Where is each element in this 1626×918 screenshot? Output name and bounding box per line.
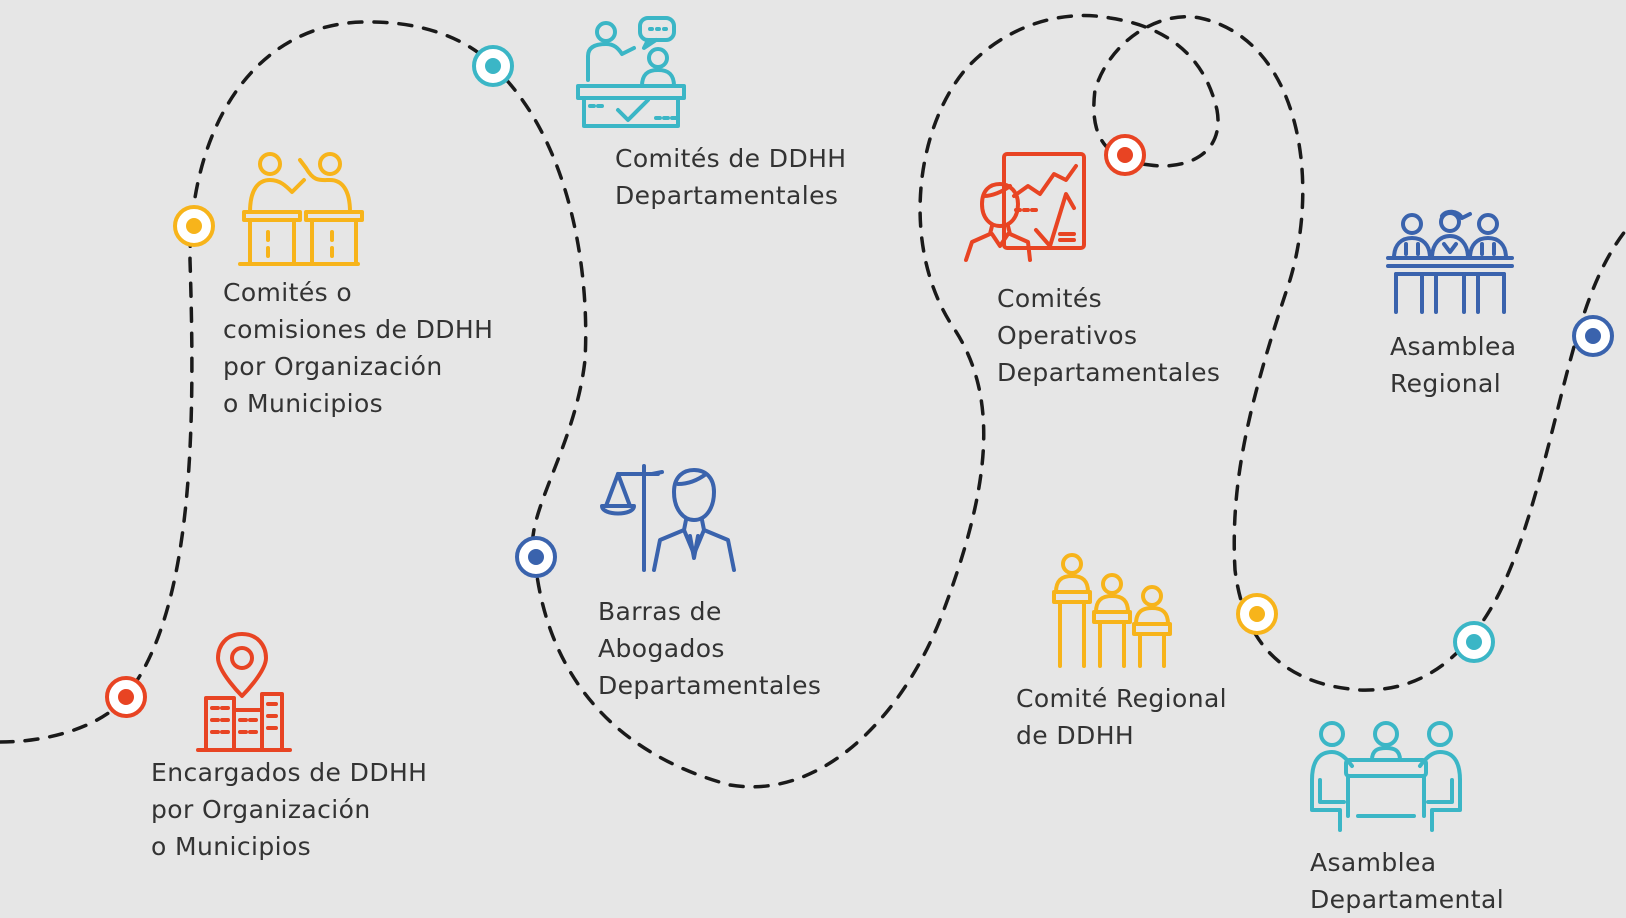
node-label-asamblea-departamental: Asamblea Departamental — [1310, 844, 1504, 918]
presenter-podium-icon — [238, 152, 364, 266]
node-label-comites-operativos: Comités Operativos Departamentales — [997, 280, 1220, 391]
node-label-line: o Municipios — [151, 832, 312, 861]
node-marker-comites-ddhh-departamentales — [472, 45, 514, 87]
node-marker-encargados — [105, 676, 147, 718]
node-marker-asamblea-regional — [1572, 315, 1614, 357]
analyst-chart-board-icon — [964, 152, 1086, 262]
node-label-line: Abogados — [598, 634, 725, 663]
node-label-line: Departamentales — [615, 181, 839, 210]
node-label-line: Departamentales — [598, 671, 822, 700]
node-label-line: Comités — [997, 284, 1103, 313]
node-label-line: o Municipios — [223, 389, 384, 418]
node-label-line: Asamblea — [1310, 848, 1437, 877]
node-label-line: por Organización — [223, 352, 443, 381]
round-table-meeting-icon — [1310, 721, 1462, 832]
node-label-line: comisiones de DDHH — [223, 315, 494, 344]
node-label-line: Departamental — [1310, 885, 1505, 914]
node-marker-comite-regional — [1236, 593, 1278, 635]
meeting-desk-checkmark-icon — [576, 16, 686, 128]
node-label-line: Comités de DDHH — [615, 144, 847, 173]
node-marker-comites-operativos — [1104, 134, 1146, 176]
city-location-pin-icon — [196, 632, 292, 752]
node-label-asamblea-regional: Asamblea Regional — [1390, 328, 1517, 402]
node-label-line: Operativos — [997, 321, 1138, 350]
node-label-line: Comité Regional — [1016, 684, 1228, 713]
podium-group-icon — [1052, 553, 1172, 668]
node-label-line: Departamentales — [997, 358, 1221, 387]
node-label-line: de DDHH — [1016, 721, 1135, 750]
node-label-line: Encargados de DDHH — [151, 758, 428, 787]
node-marker-asamblea-departamental — [1453, 621, 1495, 663]
node-label-encargados: Encargados de DDHH por Organización o Mu… — [151, 754, 427, 865]
node-marker-barras-abogados — [515, 536, 557, 578]
node-marker-comites-comisiones — [173, 205, 215, 247]
assembly-panel-icon — [1386, 209, 1514, 314]
node-label-line: Comités o — [223, 278, 353, 307]
node-label-comite-regional: Comité Regional de DDHH — [1016, 680, 1227, 754]
node-label-line: Asamblea — [1390, 332, 1517, 361]
node-label-comites-comisiones: Comités o comisiones de DDHH por Organiz… — [223, 274, 493, 422]
node-label-line: por Organización — [151, 795, 371, 824]
node-label-line: Barras de — [598, 597, 722, 626]
node-label-comites-ddhh-departamentales: Comités de DDHH Departamentales — [615, 140, 847, 214]
node-label-line: Regional — [1390, 369, 1502, 398]
node-label-barras-abogados: Barras de Abogados Departamentales — [598, 593, 821, 704]
lawyer-scales-icon — [600, 464, 736, 572]
